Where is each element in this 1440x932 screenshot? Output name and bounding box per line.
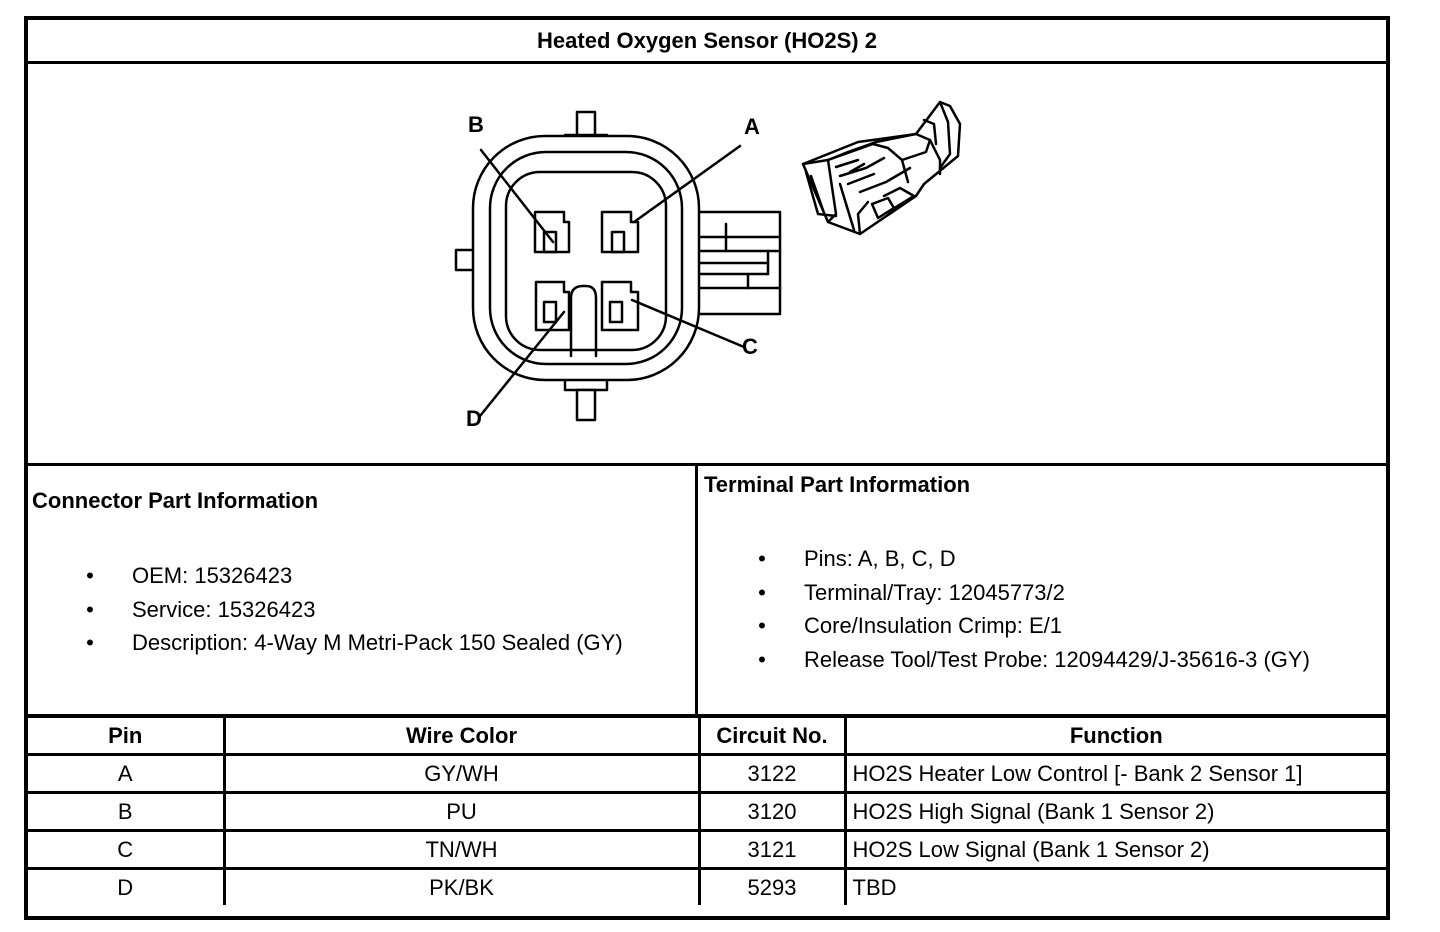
- function-cell: HO2S Heater Low Control [- Bank 2 Sensor…: [843, 753, 1386, 794]
- connector-sheet: Heated Oxygen Sensor (HO2S) 2: [24, 16, 1390, 920]
- pin-d-terminal: [534, 280, 571, 332]
- wire-color-cell: GY/WH: [222, 753, 701, 794]
- left-tab: [454, 248, 476, 272]
- table-row: C TN/WH 3121 HO2S Low Signal (Bank 1 Sen…: [28, 829, 1386, 870]
- pin-cell: A: [28, 753, 226, 794]
- wire-color-cell: PK/BK: [222, 867, 701, 905]
- table-header-row: Pin Wire Color Circuit No. Function: [28, 718, 1386, 756]
- wire-color-cell: PU: [222, 791, 701, 832]
- connector-cavity-wall: [504, 170, 668, 352]
- bullet-icon: •: [86, 563, 94, 588]
- pin-function-table: Pin Wire Color Circuit No. Function A GY…: [28, 718, 1386, 905]
- sheet-title: Heated Oxygen Sensor (HO2S) 2: [28, 20, 1386, 64]
- terminal-part-info: Terminal Part Information •Pins: A, B, C…: [698, 466, 1386, 714]
- leader-line-d: [478, 310, 566, 418]
- part-info-section: Connector Part Information •OEM: 1532642…: [28, 466, 1386, 718]
- pin-cell: D: [28, 867, 226, 905]
- pin-label-d: D: [466, 406, 482, 431]
- table-row: B PU 3120 HO2S High Signal (Bank 1 Senso…: [28, 791, 1386, 832]
- pin-b-terminal: [533, 210, 571, 254]
- right-latch: [694, 210, 782, 316]
- table-row: A GY/WH 3122 HO2S Heater Low Control [- …: [28, 753, 1386, 794]
- column-header-circuit-no: Circuit No.: [697, 718, 847, 756]
- sheet-title-text: Heated Oxygen Sensor (HO2S) 2: [537, 27, 877, 53]
- pin-cell: B: [28, 791, 226, 832]
- connector-diagram-area: B A C D: [28, 64, 1386, 466]
- connector-inner-seal: [488, 150, 684, 366]
- bullet-icon: •: [758, 579, 766, 605]
- connector-part-info: Connector Part Information •OEM: 1532642…: [28, 466, 698, 714]
- cavity-divider-slot: [569, 284, 598, 358]
- leader-line-b: [479, 148, 555, 244]
- bottom-tab: [563, 376, 609, 422]
- function-cell: TBD: [843, 867, 1386, 905]
- column-header-pin: Pin: [28, 718, 226, 756]
- connector-part-info-title: Connector Part Information: [32, 488, 319, 513]
- terminal-part-info-title: Terminal Part Information: [704, 472, 971, 497]
- table-row: D PK/BK 5293 TBD: [28, 867, 1386, 905]
- leader-line-a: [632, 144, 742, 224]
- column-header-function: Function: [843, 718, 1386, 756]
- pin-label-a: A: [744, 114, 760, 139]
- function-cell: HO2S High Signal (Bank 1 Sensor 2): [843, 791, 1386, 832]
- connector-face-diagram: B A C D: [454, 100, 962, 431]
- bullet-icon: •: [86, 630, 94, 655]
- bullet-icon: •: [758, 613, 766, 638]
- connector-isometric-view: [801, 100, 962, 236]
- column-header-wire-color: Wire Color: [222, 718, 701, 756]
- circuit-no-cell: 3122: [697, 753, 847, 794]
- function-cell: HO2S Low Signal (Bank 1 Sensor 2): [843, 829, 1386, 870]
- pin-label-c: C: [742, 334, 758, 359]
- circuit-no-cell: 3120: [697, 791, 847, 832]
- pin-c-terminal: [600, 280, 640, 332]
- circuit-no-cell: 3121: [697, 829, 847, 870]
- pin-label-b: B: [468, 112, 484, 137]
- wire-color-cell: TN/WH: [222, 829, 701, 870]
- pin-a-terminal: [600, 210, 640, 254]
- circuit-no-cell: 5293: [697, 867, 847, 905]
- bullet-icon: •: [758, 546, 766, 571]
- leader-line-c: [630, 298, 746, 349]
- pin-cell: C: [28, 829, 226, 870]
- connector-outer-seal: [471, 134, 701, 382]
- bullet-icon: •: [86, 596, 94, 622]
- bullet-icon: •: [758, 646, 766, 672]
